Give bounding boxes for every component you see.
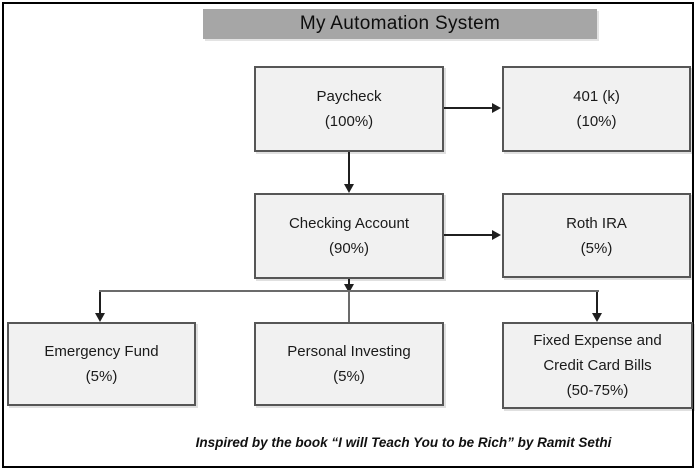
node-401k: 401 (k) (10%) bbox=[502, 66, 691, 152]
node-label-line: Emergency Fund bbox=[44, 343, 159, 360]
node-roth-ira: Roth IRA (5%) bbox=[502, 193, 691, 278]
edge-paycheck-to-checking-line bbox=[348, 152, 350, 185]
node-personal-investing: Personal Investing (5%) bbox=[254, 322, 444, 406]
inspiration-caption: Inspired by the book “I will Teach You t… bbox=[195, 435, 612, 450]
node-emergency-fund: Emergency Fund (5%) bbox=[7, 322, 196, 406]
branch-to-personal-investing-line bbox=[348, 292, 350, 322]
edge-checking-to-roth-line bbox=[444, 234, 493, 236]
node-paycheck: Paycheck (100%) bbox=[254, 66, 444, 152]
node-label-line: (90%) bbox=[328, 240, 369, 257]
node-label-line: Fixed Expense and bbox=[533, 332, 662, 349]
edge-checking-to-branch-line bbox=[348, 279, 350, 285]
diagram-title-bar: My Automation System bbox=[203, 9, 597, 39]
edge-paycheck-to-checking-arrowhead-icon bbox=[344, 184, 354, 193]
branch-to-fixed-expense-arrowhead-icon bbox=[592, 313, 602, 322]
node-label-line: Checking Account bbox=[288, 215, 410, 232]
branch-distribution-line bbox=[99, 290, 599, 292]
edge-checking-to-roth-arrowhead-icon bbox=[492, 230, 501, 240]
node-label-line: Credit Card Bills bbox=[543, 357, 652, 374]
edge-checking-to-branch-arrowhead-icon bbox=[344, 284, 354, 293]
edge-paycheck-to-401k-line bbox=[444, 107, 493, 109]
edge-paycheck-to-401k-arrowhead-icon bbox=[492, 103, 501, 113]
branch-to-fixed-expense-line bbox=[596, 292, 598, 313]
node-label-line: 401 (k) bbox=[573, 88, 620, 105]
node-label-line: (50-75%) bbox=[566, 382, 629, 399]
node-label-line: (10%) bbox=[576, 113, 617, 130]
diagram-title: My Automation System bbox=[299, 13, 501, 34]
node-label-line: (5%) bbox=[333, 368, 365, 385]
node-checking-account: Checking Account (90%) bbox=[254, 193, 444, 279]
node-label-line: Paycheck bbox=[316, 88, 382, 105]
node-label-line: (5%) bbox=[580, 239, 613, 257]
node-label-line: Roth IRA bbox=[566, 214, 627, 232]
branch-to-emergency-fund-arrowhead-icon bbox=[95, 313, 105, 322]
node-fixed-expense-bills: Fixed Expense and Credit Card Bills (50-… bbox=[502, 322, 693, 409]
node-label-line: Personal Investing bbox=[287, 343, 411, 360]
branch-to-emergency-fund-line bbox=[99, 292, 101, 313]
node-label-line: (5%) bbox=[85, 368, 118, 385]
node-label-line: (100%) bbox=[324, 113, 374, 130]
